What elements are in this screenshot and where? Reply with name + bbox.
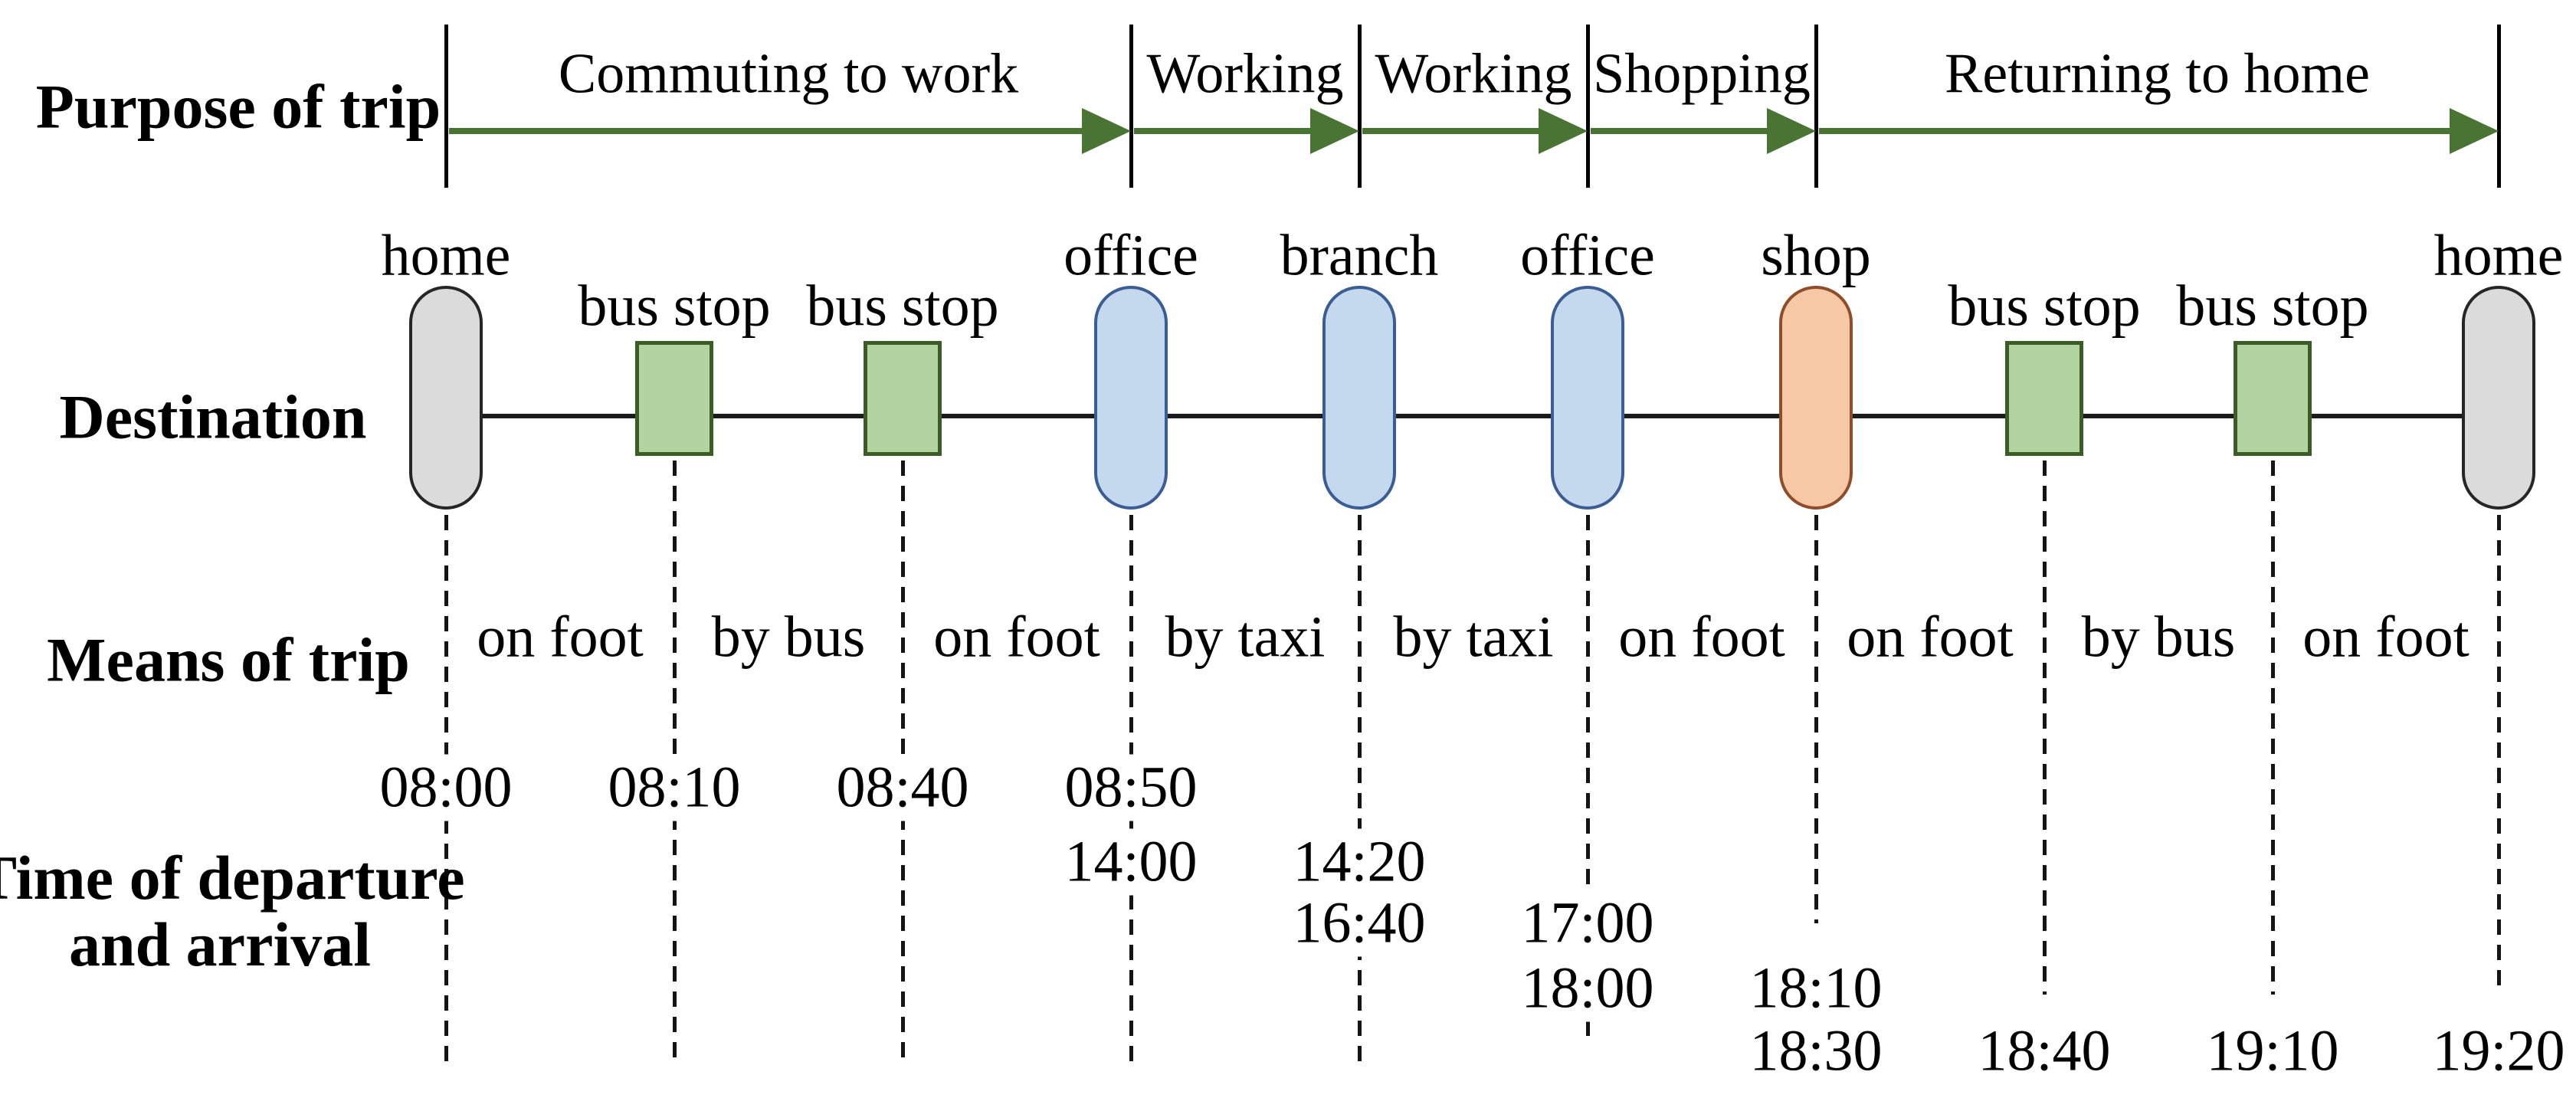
time-value: 18:00 bbox=[1513, 955, 1662, 1022]
means-of-trip-label: by bus bbox=[711, 605, 866, 670]
purpose-arrow-line bbox=[1362, 128, 1545, 134]
purpose-arrow-line bbox=[1819, 128, 2456, 134]
time-value: 18:10 bbox=[1742, 955, 1890, 1022]
timeline-dashed-line bbox=[1358, 515, 1362, 1061]
purpose-divider-bar bbox=[1814, 25, 1818, 188]
destination-label: home bbox=[381, 223, 511, 288]
purpose-arrow-line bbox=[1134, 128, 1316, 134]
arrow-right-icon bbox=[1539, 108, 1588, 154]
timeline-dashed-line bbox=[1586, 515, 1590, 1046]
arrow-right-icon bbox=[1310, 108, 1359, 154]
purpose-arrow-line bbox=[1591, 128, 1773, 134]
time-value: 14:00 bbox=[1057, 828, 1205, 896]
row-label-purpose-of-trip: Purpose of trip bbox=[35, 71, 441, 142]
means-of-trip-label: on foot bbox=[1847, 605, 2014, 670]
purpose-divider-bar bbox=[1358, 25, 1362, 188]
destination-label: bus stop bbox=[1948, 274, 2141, 339]
destination-label: branch bbox=[1280, 223, 1439, 288]
purpose-segment-label: Commuting to work bbox=[558, 42, 1019, 106]
purpose-divider-bar bbox=[2497, 25, 2501, 188]
destination-label: home bbox=[2433, 223, 2564, 288]
purpose-segment-label: Working bbox=[1146, 42, 1344, 106]
purpose-segment-label: Returning to home bbox=[1945, 42, 2370, 106]
time-value: 16:40 bbox=[1285, 890, 1434, 957]
destination-baseline bbox=[446, 414, 2499, 418]
timeline-dashed-line bbox=[2271, 461, 2275, 995]
destination-bus-stop-shape bbox=[2005, 341, 2083, 456]
destination-label: office bbox=[1520, 223, 1655, 288]
time-value: 08:00 bbox=[372, 754, 520, 821]
destination-branch-shape bbox=[1322, 286, 1396, 510]
destination-shop-shape bbox=[1779, 286, 1853, 510]
row-label-destination: Destination bbox=[59, 382, 367, 452]
means-of-trip-label: on foot bbox=[1618, 605, 1785, 670]
arrow-right-icon bbox=[1767, 108, 1816, 154]
destination-bus-stop-shape bbox=[635, 341, 713, 456]
means-of-trip-label: by taxi bbox=[1165, 605, 1326, 670]
means-of-trip-label: on foot bbox=[477, 605, 644, 670]
destination-bus-stop-shape bbox=[864, 341, 942, 456]
destination-label: shop bbox=[1761, 223, 1871, 288]
destination-office-shape bbox=[1551, 286, 1624, 510]
time-value: 08:40 bbox=[828, 754, 977, 821]
destination-office-shape bbox=[1094, 286, 1168, 510]
time-value: 19:10 bbox=[2198, 1018, 2347, 1085]
means-of-trip-label: on foot bbox=[2302, 605, 2469, 670]
means-of-trip-label: on foot bbox=[933, 605, 1100, 670]
purpose-arrow-line bbox=[449, 128, 1088, 134]
destination-bus-stop-shape bbox=[2234, 341, 2312, 456]
timeline-dashed-line bbox=[1814, 515, 1818, 923]
time-value: 18:30 bbox=[1742, 1018, 1890, 1085]
purpose-segment-label: Working bbox=[1375, 42, 1572, 106]
destination-label: bus stop bbox=[2176, 274, 2369, 339]
destination-label: bus stop bbox=[578, 274, 771, 339]
time-label-line2: and arrival bbox=[68, 910, 372, 979]
destination-label: office bbox=[1064, 223, 1198, 288]
purpose-divider-bar bbox=[1129, 25, 1133, 188]
time-label-line1: Time of departure bbox=[0, 843, 465, 913]
time-value: 18:40 bbox=[1970, 1018, 2119, 1085]
arrow-right-icon bbox=[2450, 108, 2499, 154]
row-label-means-of-trip: Means of trip bbox=[47, 624, 410, 695]
time-value: 14:20 bbox=[1285, 828, 1434, 896]
destination-home-shape bbox=[2462, 286, 2535, 510]
destination-home-shape bbox=[409, 286, 483, 510]
timeline-dashed-line bbox=[2497, 515, 2501, 995]
purpose-segment-label: Shopping bbox=[1593, 42, 1811, 106]
purpose-divider-bar bbox=[1586, 25, 1590, 188]
means-of-trip-label: by taxi bbox=[1393, 605, 1554, 670]
time-value: 19:20 bbox=[2424, 1018, 2573, 1085]
arrow-right-icon bbox=[1082, 108, 1131, 154]
time-value: 08:50 bbox=[1057, 754, 1205, 821]
purpose-divider-bar bbox=[444, 25, 448, 188]
time-value: 17:00 bbox=[1513, 890, 1662, 957]
row-label-time-of-departure-and-arrival: Time of departure and arrival bbox=[0, 843, 465, 979]
destination-label: bus stop bbox=[806, 274, 999, 339]
time-value: 08:10 bbox=[600, 754, 749, 821]
timeline-dashed-line bbox=[2043, 461, 2047, 995]
means-of-trip-label: by bus bbox=[2081, 605, 2236, 670]
